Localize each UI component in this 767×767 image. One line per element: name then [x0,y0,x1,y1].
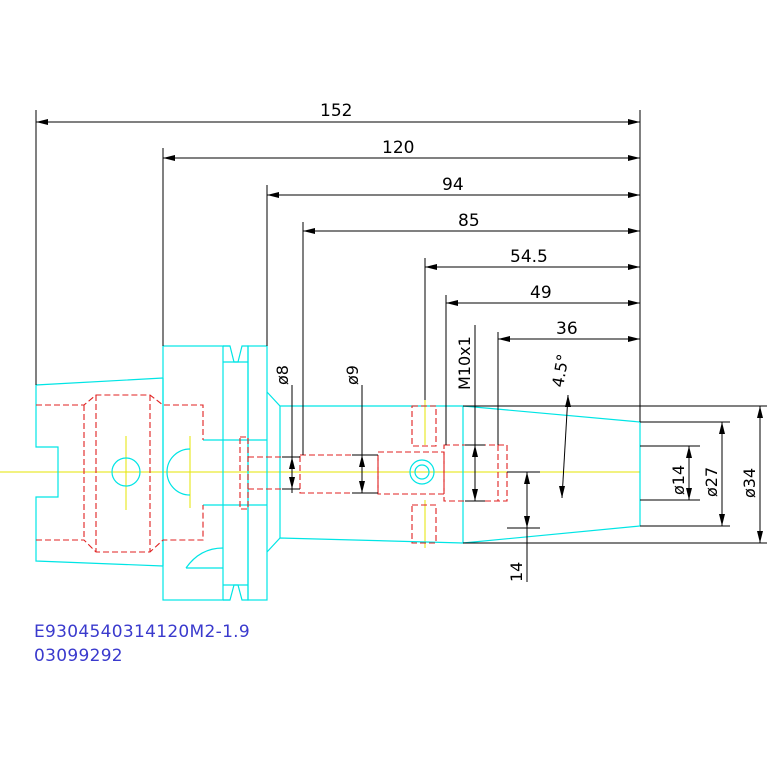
dim-49: 49 [530,283,552,303]
part-code: E9304540314120M2-1.9 [34,622,251,642]
dim-120: 120 [382,138,414,158]
dim-85: 85 [458,211,480,231]
arrowheads [36,119,763,543]
dim-dia8: ø8 [273,365,292,385]
dim-54-5: 54.5 [510,247,548,267]
dim-152: 152 [320,101,352,121]
dim-dia34: ø34 [740,468,759,498]
dim-dia27: ø27 [702,467,721,497]
serial-number: 03099292 [34,646,123,666]
hidden-lines [36,394,508,553]
dim-dia9: ø9 [343,365,362,385]
dim-36: 36 [556,319,578,339]
dim-94: 94 [442,175,464,195]
dimension-lines [35,110,767,582]
dim-14-length: 14 [507,562,526,582]
tool-holder-outline [35,345,641,601]
dim-angle: 4.5° [548,352,573,388]
dimension-labels: 152 120 94 85 54.5 49 36 ø8 ø9 M10x1 4.5… [273,101,759,582]
dim-thread-m10x1: M10x1 [455,336,474,390]
dim-dia14: ø14 [669,465,688,495]
